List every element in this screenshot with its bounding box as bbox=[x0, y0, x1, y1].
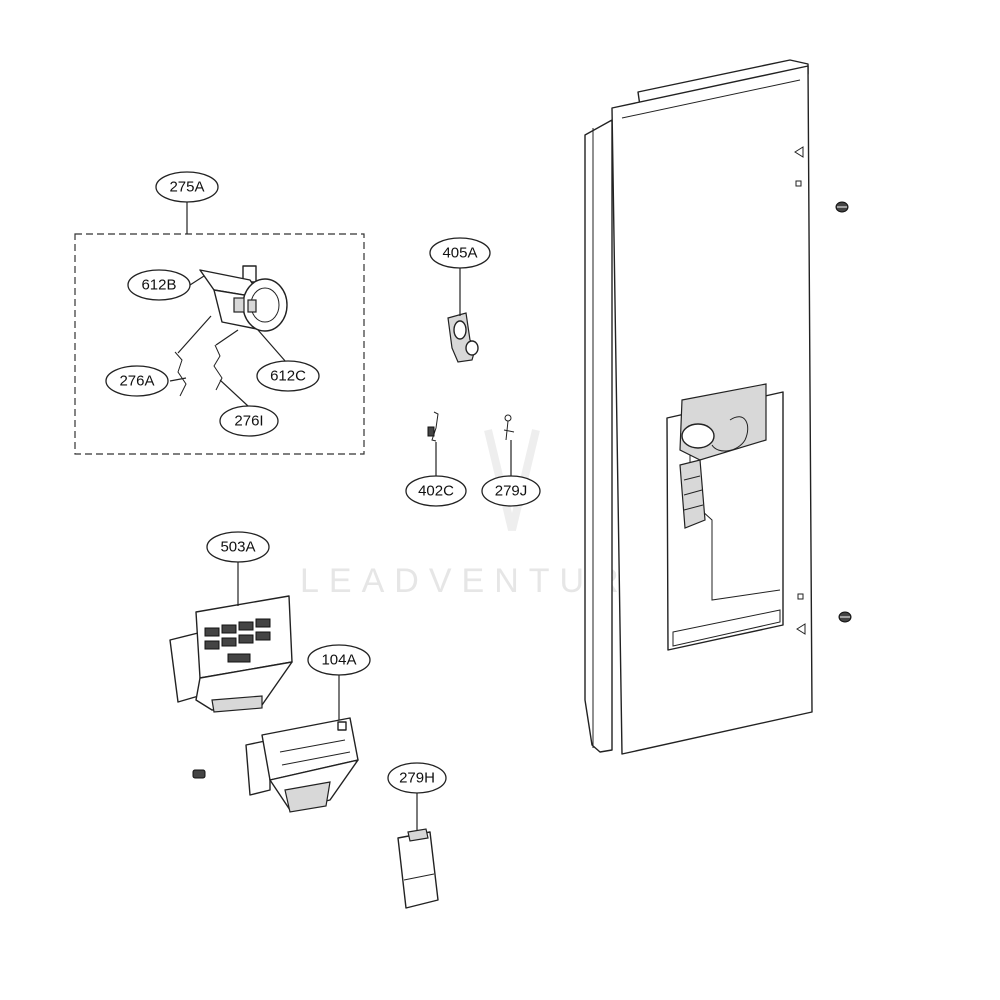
callout-612C[interactable]: 612C bbox=[256, 360, 320, 392]
screw-small bbox=[192, 769, 206, 779]
svg-text:276A: 276A bbox=[119, 373, 154, 390]
callout-279J[interactable]: 279J bbox=[481, 475, 541, 507]
callout-276A[interactable]: 276A bbox=[105, 365, 169, 397]
svg-text:279H: 279H bbox=[399, 770, 435, 787]
part-104A: 104A bbox=[192, 644, 371, 813]
callout-104A[interactable]: 104A bbox=[307, 644, 371, 676]
svg-text:402C: 402C bbox=[418, 483, 454, 500]
screw-top bbox=[835, 201, 849, 213]
spring-276I bbox=[213, 344, 223, 391]
callout-612B[interactable]: 612B bbox=[127, 269, 191, 301]
svg-text:276I: 276I bbox=[234, 413, 263, 430]
svg-text:279J: 279J bbox=[495, 483, 528, 500]
button-grid bbox=[204, 618, 271, 663]
screw-bottom bbox=[838, 611, 852, 623]
part-503A: 503A bbox=[169, 531, 293, 713]
svg-text:104A: 104A bbox=[321, 652, 356, 669]
part-279J: 279J bbox=[481, 414, 541, 507]
part-402C: 402C bbox=[405, 411, 467, 507]
spring-276A bbox=[174, 351, 187, 397]
triangle-marker-icon bbox=[794, 146, 804, 158]
part-405A: 405A bbox=[429, 237, 491, 363]
callout-279H[interactable]: 279H bbox=[387, 762, 447, 794]
callout-275A[interactable]: 275A bbox=[155, 171, 219, 203]
svg-text:612B: 612B bbox=[141, 277, 176, 294]
svg-text:503A: 503A bbox=[220, 539, 255, 556]
part-279H: 279H bbox=[387, 762, 447, 909]
svg-text:612C: 612C bbox=[270, 368, 306, 385]
group-275A: 275A 612B 612C bbox=[74, 171, 365, 455]
switch-part-612 bbox=[199, 265, 288, 332]
svg-text:275A: 275A bbox=[169, 179, 204, 196]
triangle-marker-icon bbox=[796, 623, 806, 635]
callout-276I[interactable]: 276I bbox=[219, 405, 279, 437]
svg-text:405A: 405A bbox=[442, 245, 477, 262]
callout-402C[interactable]: 402C bbox=[405, 475, 467, 507]
door-assembly bbox=[584, 59, 852, 755]
callout-503A[interactable]: 503A bbox=[206, 531, 270, 563]
callout-405A[interactable]: 405A bbox=[429, 237, 491, 269]
